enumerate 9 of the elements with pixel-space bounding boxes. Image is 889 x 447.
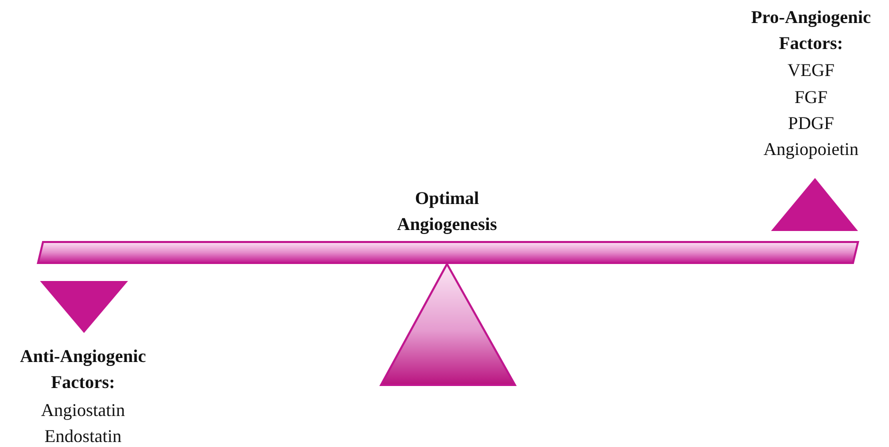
- factor-text: Angiostatin: [40, 399, 126, 422]
- factor-text: VEGF: [786, 59, 836, 82]
- heading-text: Anti-Angiogenic Factors:: [19, 345, 147, 394]
- heading-text: Optimal Angiogenesis: [396, 187, 498, 236]
- factor-text: Endostatin: [44, 425, 122, 447]
- heading-text: Pro-Angiogenic Factors:: [750, 6, 872, 55]
- factor-text: PDGF: [786, 112, 836, 135]
- factor-text: Angiopoietin: [762, 138, 860, 161]
- factor-text: FGF: [793, 86, 829, 109]
